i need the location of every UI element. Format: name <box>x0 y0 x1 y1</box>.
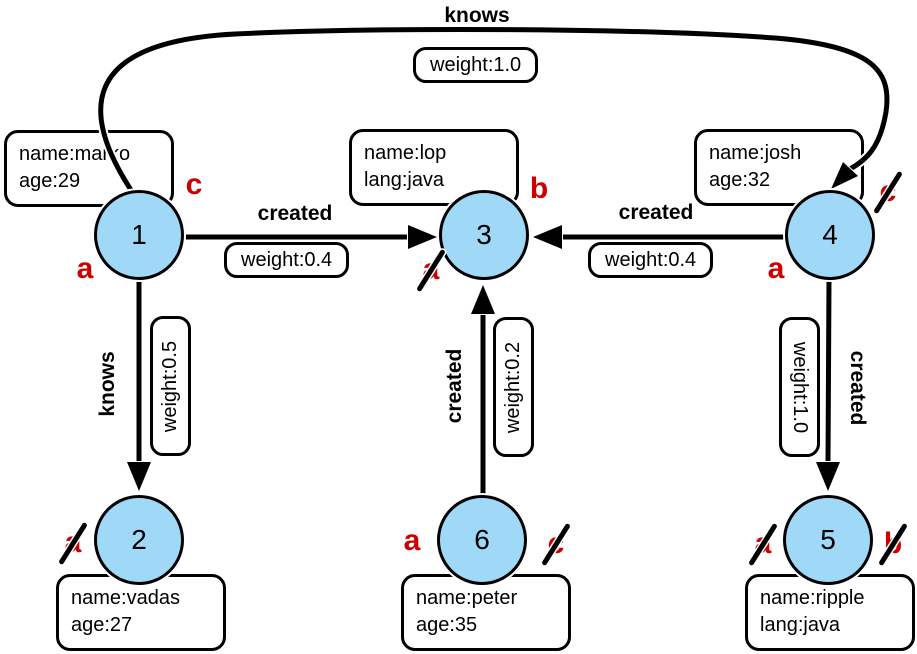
prop-line: name:lop <box>364 142 447 164</box>
edge-label-created-1-3: created <box>257 202 333 225</box>
vertex-3: 3 <box>439 190 529 280</box>
vertex-1: 1 <box>94 190 184 280</box>
weight-label: weight:0.4 <box>241 248 333 271</box>
weight-box-knows-1-2: weight:0.5 <box>150 316 191 456</box>
weight-label: weight:1.0 <box>789 341 812 433</box>
weight-box-created-6-3: weight:0.2 <box>493 317 534 457</box>
edge-knows-1-2 <box>125 273 153 494</box>
vertex-id: 1 <box>131 219 147 250</box>
props-peter: name:peter age:35 <box>401 574 571 651</box>
edge-label-created-6-3: created <box>443 348 466 424</box>
prop-line: age:32 <box>709 169 771 191</box>
edge-knows-1-4 <box>96 24 892 201</box>
step-marker-a-v6: a <box>395 524 429 558</box>
edge-label-knows-1-4: knows <box>444 4 510 27</box>
step-marker-c-v4: c <box>871 170 905 214</box>
prop-line: age:29 <box>19 170 81 192</box>
step-marker-b-v3: b <box>522 172 556 206</box>
prop-line: lang:java <box>364 169 445 191</box>
props-marko: name:marko age:29 <box>4 130 174 207</box>
step-letter: a <box>403 524 421 557</box>
weight-box-created-1-3: weight:0.4 <box>224 242 350 278</box>
edge-created-4-5 <box>814 273 842 494</box>
vertex-id: 6 <box>474 524 490 555</box>
prop-line: age:35 <box>416 614 478 636</box>
vertex-5: 5 <box>783 495 873 585</box>
step-letter: a <box>76 252 94 285</box>
step-letter: a <box>767 252 785 285</box>
edge-created-4-3 <box>530 223 789 251</box>
edge-label-knows-1-2: knows <box>96 351 119 417</box>
step-marker-a-v4: a <box>759 252 793 286</box>
arrowhead-into-3-left <box>407 223 440 251</box>
step-letter: b <box>529 172 549 205</box>
weight-label: weight:1.0 <box>430 53 522 76</box>
arrowhead-into-4 <box>828 160 860 192</box>
vertex-2: 2 <box>94 495 184 585</box>
prop-line: name:peter <box>416 587 518 609</box>
edge-label-created-4-3: created <box>618 201 694 224</box>
weight-label: weight:0.2 <box>502 341 525 433</box>
vertex-4: 4 <box>785 190 875 280</box>
props-ripple: name:ripple lang:java <box>745 574 915 651</box>
vertex-id: 5 <box>820 524 836 555</box>
weight-label: weight:0.5 <box>159 340 182 432</box>
step-marker-a-v5: a <box>746 522 780 566</box>
weight-box-created-4-3: weight:0.4 <box>588 242 714 278</box>
step-letter: c <box>185 168 203 201</box>
prop-line: name:vadas <box>71 587 180 609</box>
vertex-id: 2 <box>131 524 147 555</box>
prop-line: name:josh <box>709 142 802 164</box>
arrowhead-into-5 <box>814 461 842 494</box>
step-marker-c-v6: c <box>539 522 573 566</box>
vertex-id: 4 <box>822 219 838 250</box>
step-marker-c-v1: c <box>177 168 211 202</box>
arrowhead-into-2 <box>125 461 153 494</box>
edge-created-1-3 <box>179 223 440 251</box>
prop-line: lang:java <box>760 614 841 636</box>
step-marker-a-v3: a <box>414 248 448 292</box>
edge-label-created-4-5: created <box>846 350 869 426</box>
weight-box-created-4-5: weight:1.0 <box>779 317 820 457</box>
arrowhead-into-3-bottom <box>469 282 497 315</box>
arrowhead-into-3-right <box>530 223 563 251</box>
step-marker-b-v5: b <box>876 522 910 566</box>
weight-box-knows-1-4: weight:1.0 <box>413 47 539 83</box>
step-marker-a-v2: a <box>56 521 90 565</box>
step-marker-a-v1: a <box>68 252 102 286</box>
props-lop: name:lop lang:java <box>349 129 519 206</box>
weight-label: weight:0.4 <box>605 248 697 271</box>
prop-line: name:marko <box>19 143 131 165</box>
edge-created-6-3 <box>469 282 497 502</box>
prop-line: name:ripple <box>760 587 865 609</box>
prop-line: age:27 <box>71 614 133 636</box>
vertex-6: 6 <box>437 495 527 585</box>
vertex-id: 3 <box>476 219 492 250</box>
